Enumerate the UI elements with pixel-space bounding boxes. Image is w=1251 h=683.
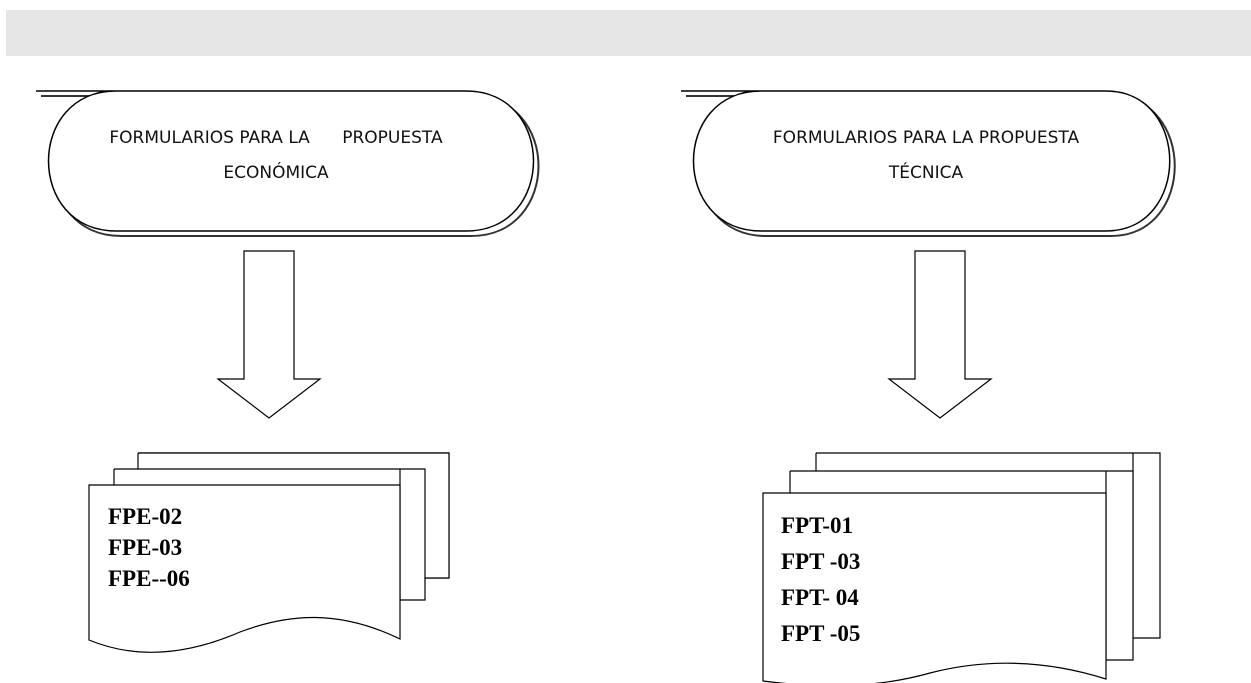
terminal-line-1: FORMULARIOS PARA LA PROPUESTA: [772, 128, 1080, 148]
terminal-line-2: TÉCNICA: [888, 163, 964, 183]
code-item: FPT-01: [781, 513, 853, 538]
arrow-down-economica: [216, 250, 322, 419]
multidocument-economica: [88, 452, 450, 653]
document-front: [88, 484, 401, 653]
document-front: [762, 492, 1107, 683]
code-item: FPT- 04: [781, 585, 859, 610]
terminal-label-economica: FORMULARIOS PARA LA PROPUESTA ECONÓMICA: [56, 121, 496, 191]
terminal-line-1: FORMULARIOS PARA LA PROPUESTA: [109, 128, 443, 148]
code-item: FPT -05: [781, 621, 861, 646]
terminal-label-tecnica: FORMULARIOS PARA LA PROPUESTA TÉCNICA: [706, 121, 1146, 191]
terminal-line-2: ECONÓMICA: [223, 163, 329, 183]
code-item: FPT -03: [781, 549, 861, 574]
code-item: FPE--06: [108, 566, 190, 591]
code-item: FPE-02: [108, 504, 183, 529]
codes-tecnica: FPT-01 FPT -03 FPT- 04 FPT -05: [781, 508, 860, 652]
multidocument-tecnica: [762, 452, 1161, 683]
terminal-economica: [36, 90, 535, 232]
code-item: FPE-03: [108, 535, 183, 560]
terminal-tecnica: [681, 90, 1171, 232]
top-banner: [6, 10, 1251, 56]
arrow-down-tecnica: [887, 250, 993, 419]
codes-economica: FPE-02 FPE-03 FPE--06: [108, 501, 190, 594]
